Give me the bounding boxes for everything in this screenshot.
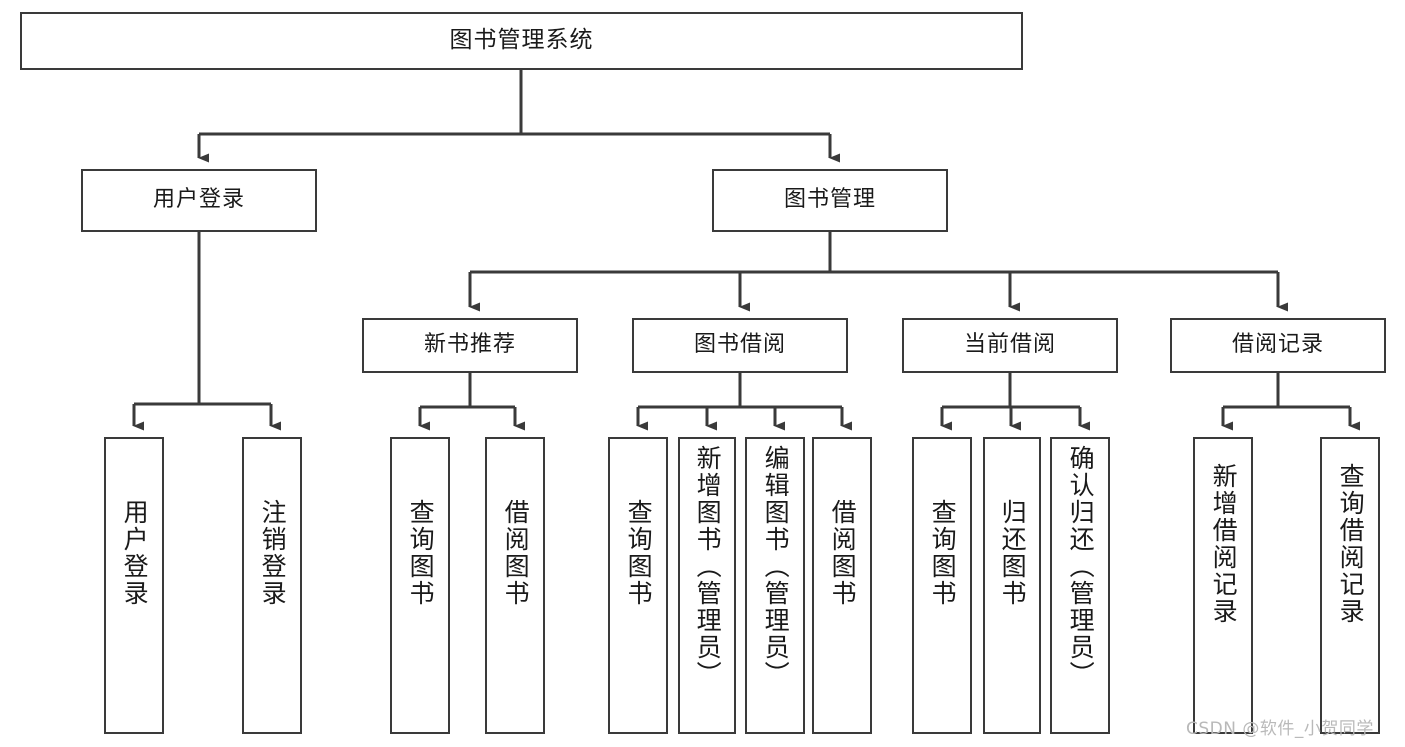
node-label: 图书管理系统 [449,27,594,54]
leaf-current-borrow-confirm-return-admin[interactable]: 确认归还（管理员） [1050,437,1110,734]
leaf-current-borrow-return-book[interactable]: 归还图书 [983,437,1041,734]
node-root-system[interactable]: 图书管理系统 [20,12,1023,70]
node-label: 查询图书 [406,499,436,607]
node-label: 用户登录 [152,187,245,213]
node-label: 确认归还（管理员） [1066,445,1096,688]
node-label: 借阅记录 [1231,332,1324,358]
node-book-borrow[interactable]: 图书借阅 [632,318,848,373]
csdn-watermark: CSDN @软件_小贺同学 [1186,719,1374,739]
node-new-book-recommend[interactable]: 新书推荐 [362,318,578,373]
leaf-user-login-login[interactable]: 用户登录 [104,437,164,734]
node-borrow-record[interactable]: 借阅记录 [1170,318,1386,373]
leaf-book-borrow-edit-book-admin[interactable]: 编辑图书（管理员） [745,437,805,734]
leaf-borrow-record-query-record[interactable]: 查询借阅记录 [1320,437,1380,734]
leaf-book-borrow-borrow-book[interactable]: 借阅图书 [812,437,872,734]
node-label: 当前借阅 [963,332,1056,358]
node-label: 借阅图书 [828,499,858,607]
leaf-book-borrow-query-book[interactable]: 查询图书 [608,437,668,734]
node-label: 归还图书 [998,499,1028,607]
leaf-borrow-record-add-record[interactable]: 新增借阅记录 [1193,437,1253,734]
node-book-management[interactable]: 图书管理 [712,169,948,232]
node-label: 借阅图书 [501,499,531,607]
node-current-borrow[interactable]: 当前借阅 [902,318,1118,373]
leaf-user-login-logout[interactable]: 注销登录 [242,437,302,734]
node-label: 图书借阅 [693,332,786,358]
node-label: 查询图书 [624,499,654,607]
node-label: 新书推荐 [423,332,516,358]
node-label: 新增借阅记录 [1209,463,1239,625]
node-label: 注销登录 [258,499,288,607]
node-label: 新增图书（管理员） [693,445,723,688]
node-user-login[interactable]: 用户登录 [81,169,317,232]
node-label: 用户登录 [120,499,150,607]
leaf-book-borrow-add-book-admin[interactable]: 新增图书（管理员） [678,437,736,734]
node-label: 查询借阅记录 [1336,463,1366,625]
leaf-new-book-borrow-book[interactable]: 借阅图书 [485,437,545,734]
node-label: 编辑图书（管理员） [761,445,791,688]
leaf-current-borrow-query-book[interactable]: 查询图书 [912,437,972,734]
node-label: 图书管理 [783,187,876,213]
node-label: 查询图书 [928,499,958,607]
leaf-new-book-query-book[interactable]: 查询图书 [390,437,450,734]
